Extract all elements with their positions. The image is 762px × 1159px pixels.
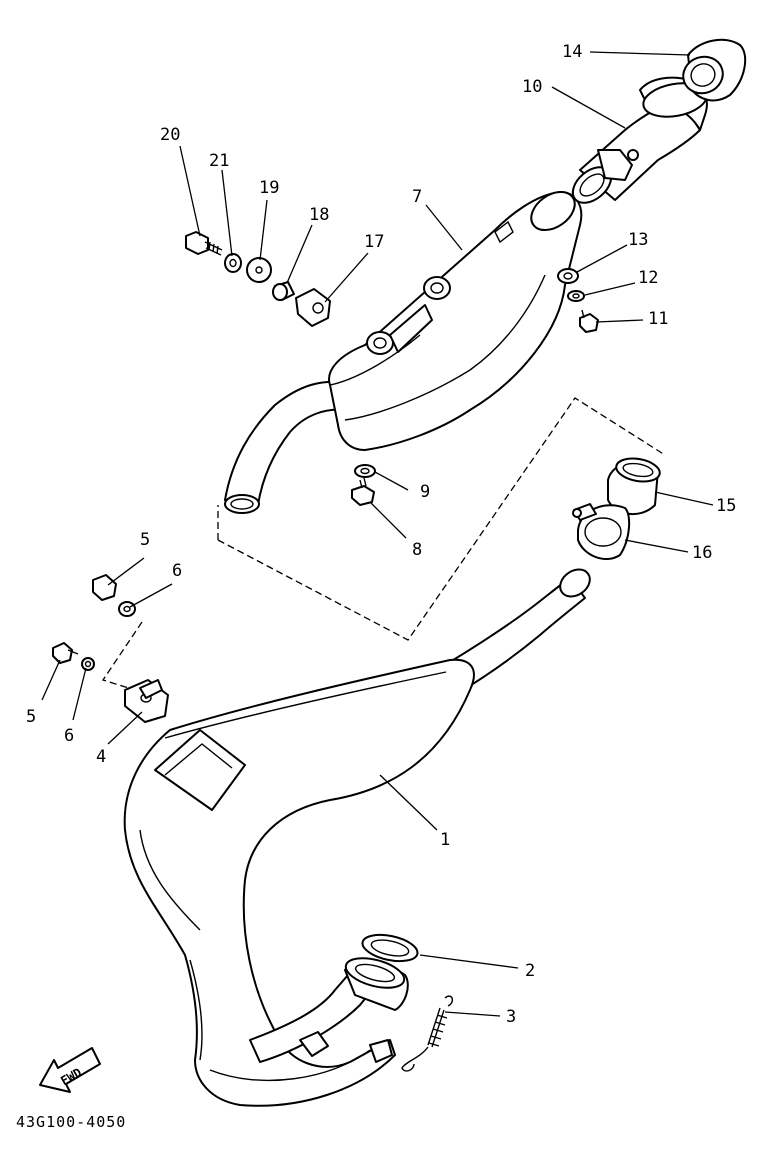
label-6-upper: 6 <box>172 561 182 581</box>
bracket-part-4 <box>124 679 169 723</box>
end-cap-part-14 <box>682 38 747 102</box>
label-20: 20 <box>160 125 180 145</box>
label-18: 18 <box>309 205 329 225</box>
bolt-part-11 <box>579 309 599 333</box>
fwd-arrow-icon: FWD <box>39 1047 101 1093</box>
washer-part-9 <box>354 464 376 478</box>
washer-part-19 <box>246 257 272 283</box>
label-7: 7 <box>412 187 422 207</box>
label-11: 11 <box>648 309 668 329</box>
gasket-part-2 <box>361 933 419 963</box>
exhaust-pipe-part-1 <box>123 568 591 1107</box>
label-5-lower: 5 <box>26 707 36 727</box>
damper-part-17 <box>295 288 331 327</box>
drawing-code: 43G100-4050 <box>16 1113 126 1131</box>
collar-part-18 <box>272 281 295 301</box>
bolt-part-5-lower <box>52 642 79 664</box>
leader-lines <box>41 51 714 1017</box>
label-9: 9 <box>420 482 430 502</box>
label-6-lower: 6 <box>64 726 74 746</box>
label-16: 16 <box>692 543 712 563</box>
muffler-part-7 <box>224 190 583 514</box>
label-10: 10 <box>522 77 542 97</box>
label-19: 19 <box>259 178 279 198</box>
assembly-reference-lines <box>101 397 666 691</box>
bolt-part-8 <box>351 477 375 506</box>
part-labels: 14 10 20 21 19 18 17 7 13 12 11 9 8 15 1… <box>26 42 736 1027</box>
clamp-part-16 <box>572 503 631 560</box>
washer-part-6-upper <box>118 601 136 617</box>
label-1: 1 <box>440 830 450 850</box>
label-8: 8 <box>412 540 422 560</box>
exhaust-flange <box>344 957 409 1011</box>
tail-cone-part-10 <box>571 76 708 204</box>
washer-part-6-lower <box>81 657 95 671</box>
label-3: 3 <box>506 1007 516 1027</box>
bolt-part-20 <box>185 231 223 256</box>
label-17: 17 <box>364 232 384 252</box>
washer-part-12 <box>567 290 585 302</box>
label-4: 4 <box>96 747 106 767</box>
label-13: 13 <box>628 230 648 250</box>
label-2: 2 <box>525 961 535 981</box>
washer-part-21 <box>224 253 242 273</box>
spring-part-3 <box>401 995 454 1072</box>
label-12: 12 <box>638 268 658 288</box>
label-5-upper: 5 <box>140 530 150 550</box>
label-21: 21 <box>209 151 229 171</box>
bolt-part-5-upper <box>92 574 117 601</box>
label-15: 15 <box>716 496 736 516</box>
label-14: 14 <box>562 42 582 62</box>
damper-part-13 <box>557 268 579 284</box>
